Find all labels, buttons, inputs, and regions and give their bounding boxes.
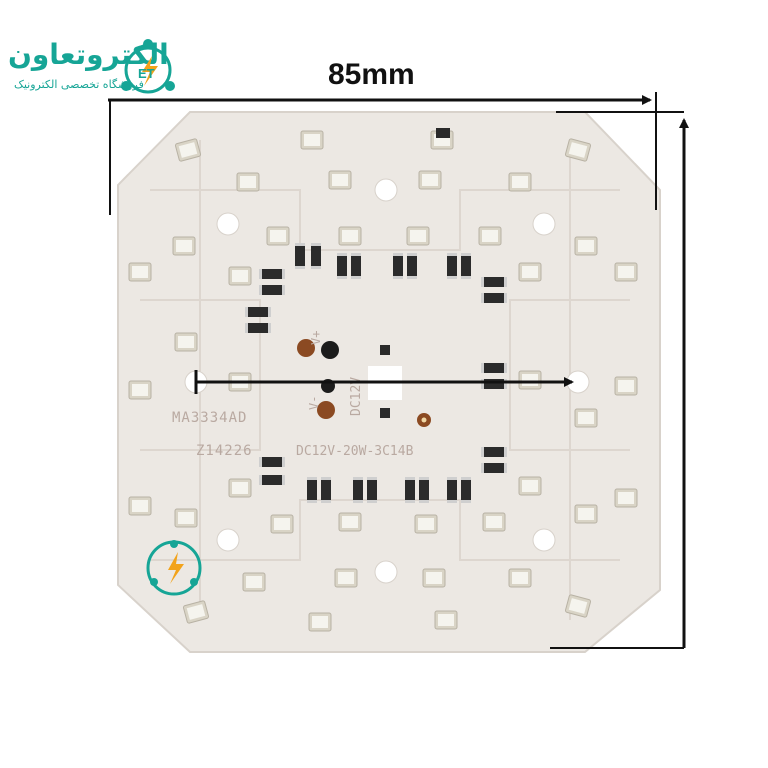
resistor	[481, 277, 507, 287]
led-chip	[614, 262, 638, 282]
led-chip	[182, 600, 210, 624]
led-chip	[518, 476, 542, 496]
chip-marker	[380, 408, 390, 418]
led-chip	[574, 504, 598, 524]
brand-logo: الکتروتعاون فروشگاه تخصصی الکترونیک ET	[0, 10, 190, 100]
mounting-hole	[532, 528, 556, 552]
voltage-silkscreen: DC12V	[349, 377, 364, 416]
plus-label: V+	[309, 331, 323, 345]
led-chip	[174, 508, 198, 528]
led-chip	[174, 138, 202, 162]
led-chip	[574, 236, 598, 256]
led-group	[128, 130, 638, 632]
brand-name: الکتروتعاون	[8, 38, 169, 71]
led-chip	[228, 478, 252, 498]
mounting-hole	[532, 212, 556, 236]
led-chip	[338, 226, 362, 246]
mounting-hole	[374, 560, 398, 584]
led-chip	[266, 226, 290, 246]
led-chip	[128, 496, 152, 516]
led-chip	[574, 408, 598, 428]
mounting-hole	[374, 178, 398, 202]
board-emblem-icon	[146, 540, 202, 596]
width-dimension-label: 85mm	[328, 58, 415, 91]
resistor	[351, 253, 361, 279]
resistor	[311, 243, 321, 269]
led-chip	[270, 514, 294, 534]
led-chip	[128, 380, 152, 400]
led-chip	[242, 572, 266, 592]
resistor	[259, 269, 285, 279]
resistor	[405, 477, 415, 503]
resistor	[481, 447, 507, 457]
chip-marker	[436, 128, 450, 138]
mounting-hole	[216, 212, 240, 236]
led-chip	[614, 488, 638, 508]
led-chip	[308, 612, 332, 632]
resistor	[307, 477, 317, 503]
resistor-group	[245, 243, 507, 503]
resistor	[481, 293, 507, 303]
led-chip	[564, 594, 592, 618]
model-code: MA3334AD	[172, 410, 247, 426]
resistor	[447, 253, 457, 279]
resistor	[295, 243, 305, 269]
wire-point-plus	[321, 341, 339, 359]
resistor	[353, 477, 363, 503]
resistor	[259, 285, 285, 295]
led-chip	[564, 138, 592, 162]
resistor	[245, 307, 271, 317]
led-chip	[478, 226, 502, 246]
solder-pad-minus	[317, 401, 335, 419]
led-chip	[228, 266, 252, 286]
resistor	[481, 379, 507, 389]
led-chip	[434, 610, 458, 630]
led-chip	[508, 172, 532, 192]
mounting-hole	[216, 528, 240, 552]
led-chip	[518, 262, 542, 282]
led-chip	[128, 262, 152, 282]
resistor	[245, 323, 271, 333]
resistor	[321, 477, 331, 503]
led-chip	[518, 370, 542, 390]
resistor	[259, 457, 285, 467]
led-chip	[236, 172, 260, 192]
led-chip	[406, 226, 430, 246]
led-chip	[418, 170, 442, 190]
led-chip	[482, 512, 506, 532]
resistor	[407, 253, 417, 279]
resistor	[447, 477, 457, 503]
led-chip	[338, 512, 362, 532]
led-chip	[414, 514, 438, 534]
resistor	[367, 477, 377, 503]
resistor	[481, 463, 507, 473]
led-chip	[174, 332, 198, 352]
led-chip	[334, 568, 358, 588]
led-chip	[300, 130, 324, 150]
resistor	[393, 253, 403, 279]
chip-marker	[380, 345, 390, 355]
brand-emblem-icon: ET	[121, 39, 175, 94]
spec-code: DC12V-20W-3C14B	[296, 444, 414, 459]
resistor	[461, 477, 471, 503]
led-chip	[614, 376, 638, 396]
brand-tagline: فروشگاه تخصصی الکترونیک	[14, 78, 144, 91]
led-chip	[328, 170, 352, 190]
solder-pad-plus	[297, 339, 315, 357]
minus-label: V-	[307, 396, 321, 410]
resistor	[419, 477, 429, 503]
led-chip	[422, 568, 446, 588]
emblem-initials: ET	[138, 66, 155, 81]
led-chip	[508, 568, 532, 588]
resistor	[259, 475, 285, 485]
led-chip	[172, 236, 196, 256]
resistor	[481, 363, 507, 373]
resistor	[337, 253, 347, 279]
resistor	[461, 253, 471, 279]
id-code: Z14226	[196, 443, 253, 459]
